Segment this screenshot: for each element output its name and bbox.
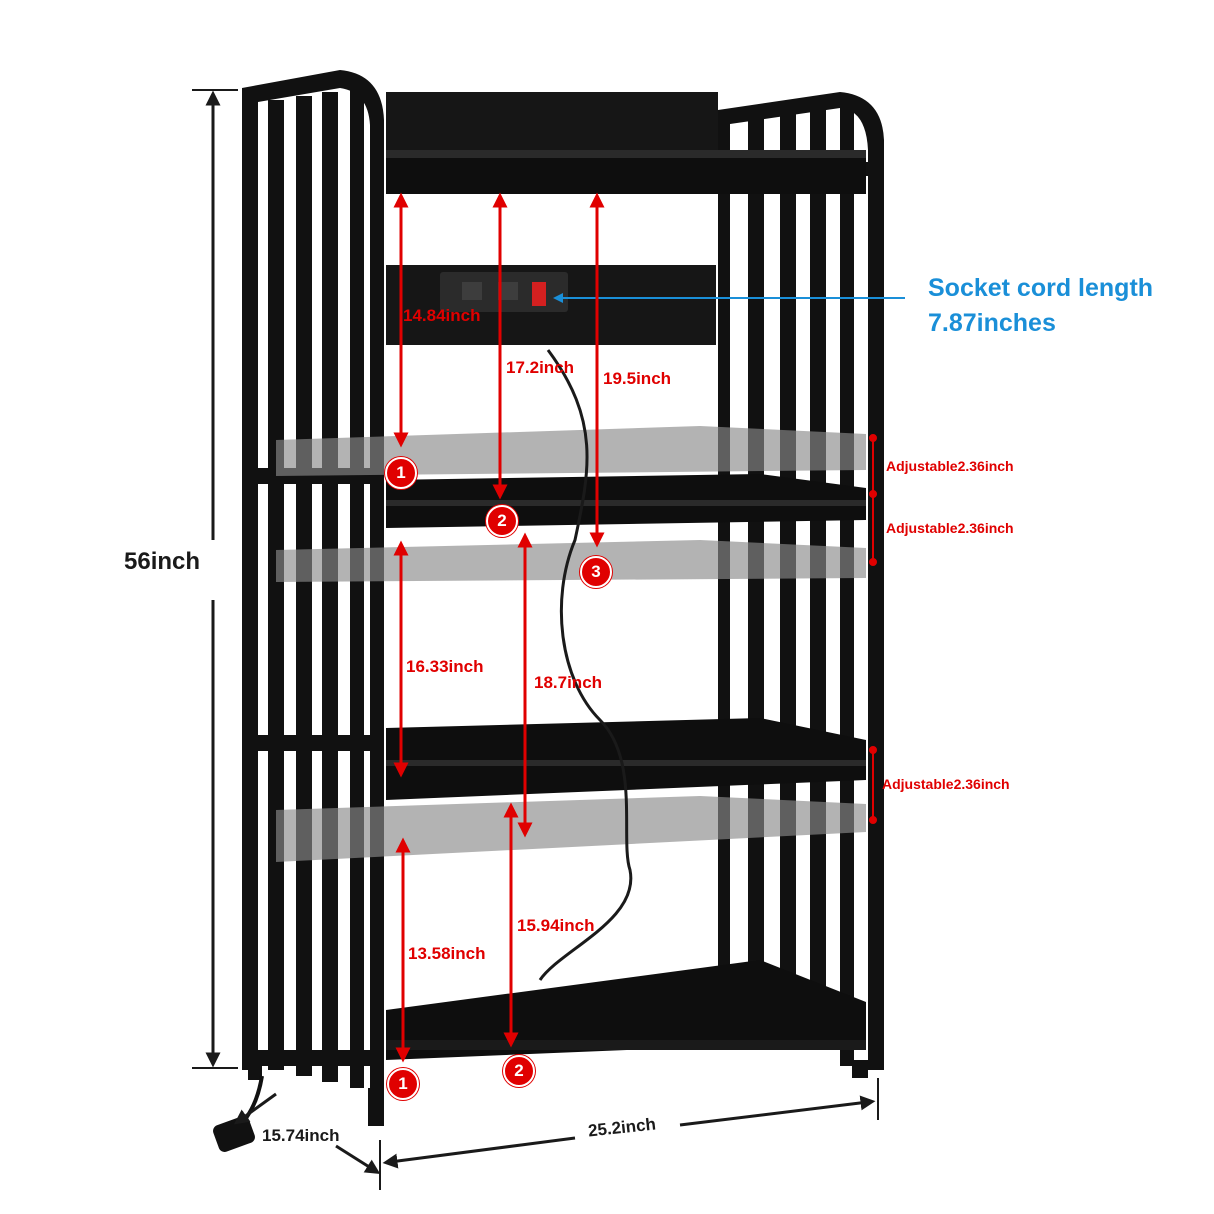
spacing-label-low-1: 13.58inch (408, 944, 486, 963)
socket-cord-title: Socket cord length (928, 274, 1154, 302)
plug (213, 1075, 264, 1152)
left-side-frame (242, 70, 384, 1126)
adjustable-label-upper-2: Adjustable2.36inch (886, 520, 1014, 536)
spacing-label-top-1: 14.84inch (403, 306, 481, 325)
bottom-shelf (386, 960, 866, 1060)
spacing-label-top-2: 17.2inch (506, 358, 575, 377)
height-dimension-line (192, 89, 238, 1069)
power-cord (538, 349, 633, 981)
shelf-badge-top-2: 2 (486, 505, 518, 537)
adjustable-shelf-ghost-1 (276, 426, 866, 476)
spacing-label-low-2: 15.94inch (517, 916, 595, 935)
third-shelf (386, 718, 866, 800)
spacing-arrows (393, 192, 605, 1063)
spacing-label-mid-1: 16.33inch (406, 657, 484, 676)
adjustable-shelf-ghost-2 (276, 540, 866, 582)
adjustable-label-upper-1: Adjustable2.36inch (886, 458, 1014, 474)
socket-cord-value: 7.87inches (928, 309, 1056, 337)
depth-dimension-line (233, 1092, 381, 1190)
shelf-badge-low-2: 2 (503, 1055, 535, 1087)
top-shelf (386, 150, 866, 194)
shelf-badge-top-1: 1 (385, 457, 417, 489)
overall-height-label: 56inch (124, 548, 201, 575)
spacing-label-mid-2: 18.7inch (534, 673, 603, 692)
right-side-frame (718, 92, 884, 1078)
adjustable-label-lower: Adjustable2.36inch (882, 776, 1010, 792)
adjustable-brackets (869, 434, 877, 824)
width-dimension-line (382, 1078, 879, 1169)
power-strip (386, 265, 716, 345)
shelf-badge-low-1: 1 (387, 1068, 419, 1100)
shelf-badge-top-3: 3 (580, 556, 612, 588)
depth-label: 15.74inch (262, 1126, 340, 1145)
second-shelf (386, 474, 866, 528)
spacing-label-top-3: 19.5inch (603, 369, 672, 388)
adjustable-shelf-ghost-3 (276, 796, 866, 862)
